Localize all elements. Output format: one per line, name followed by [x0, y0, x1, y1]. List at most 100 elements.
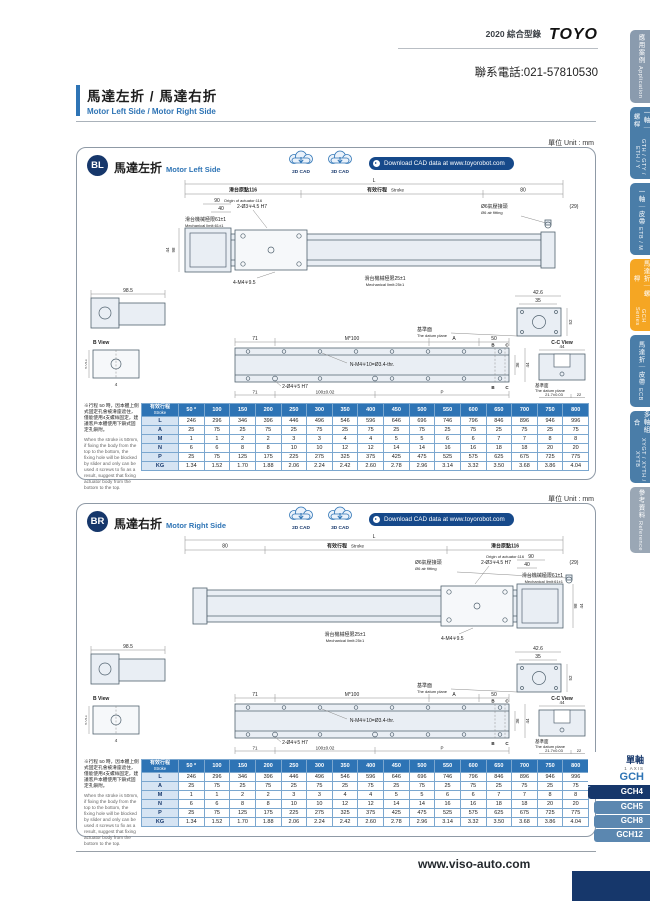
brand-logo: TOYO: [548, 26, 598, 43]
table-cell: 2.96: [408, 817, 436, 828]
cad-2d-icon[interactable]: 2D CAD: [283, 506, 319, 532]
dim-pitch: M*100: [345, 336, 360, 342]
table-cell: 5: [383, 434, 410, 445]
table-cell: 75: [408, 425, 436, 436]
table-cell: 596: [357, 416, 384, 427]
table-cell: 846: [485, 416, 513, 427]
stroke-col-header: 450: [383, 758, 410, 774]
dim-datum-en: The datum plane: [417, 333, 448, 338]
table-cell: 25: [229, 425, 256, 436]
page-subtitle: Motor Left Side / Motor Right Side: [87, 107, 216, 116]
table-cell: 3.14: [434, 461, 461, 472]
row-label: M: [141, 434, 179, 445]
table-cell: 225: [280, 808, 308, 819]
series-tab-gch5[interactable]: GCH5: [594, 801, 650, 814]
section-badge-br: BR: [87, 511, 108, 532]
dim-mech25: 滑台機械極限25±1: [364, 275, 405, 282]
dim-mech25: 滑台機械極限25±1: [324, 631, 365, 638]
download-icon: [373, 516, 380, 523]
table-cell: 996: [562, 416, 589, 427]
table-cell: 1: [178, 790, 205, 801]
table-cell: 16: [434, 799, 461, 810]
page-title: 馬達左折 / 馬達右折: [87, 89, 218, 104]
table-cell: 75: [511, 781, 538, 792]
cad-3d-icon[interactable]: 3D CAD: [322, 506, 358, 532]
dim-mech61-en: Mechanical limit:61±1: [525, 579, 564, 584]
download-cad-button[interactable]: Download CAD data at www.toyorobot.com: [369, 157, 514, 170]
row-label: P: [141, 452, 179, 463]
dim-A: A: [452, 336, 456, 342]
cad-2d-icon[interactable]: 2D CAD: [283, 150, 319, 176]
table-cell: 3: [306, 434, 333, 445]
row-label: N: [141, 799, 179, 810]
series-tab-gch4[interactable]: GCH4: [588, 786, 650, 799]
table-cell: 1: [203, 434, 231, 445]
dim-98: 98: [171, 247, 176, 253]
table-cell: 625: [485, 452, 513, 463]
series-tab-gch8[interactable]: GCH8: [594, 815, 650, 828]
table-cell: 25: [383, 781, 410, 792]
table-cell: 3.32: [459, 461, 487, 472]
svg-text:2D CAD: 2D CAD: [292, 169, 310, 175]
series-tab-gch12[interactable]: GCH12: [594, 829, 650, 842]
row-label: A: [141, 781, 179, 792]
table-cell: 10: [280, 799, 308, 810]
dim-stroke-en: Stroke: [391, 188, 405, 193]
dim-air: Ø6氣壓接頭: [481, 203, 508, 210]
table-cell: 7: [511, 790, 538, 801]
dim-mech61-en: Mechanical limit:61±1: [185, 223, 224, 228]
table-cell: 25: [383, 425, 410, 436]
stroke-col-header: 50 *: [178, 758, 205, 774]
section-marker-c: C: [505, 385, 509, 390]
dim-44v: 44: [165, 247, 170, 253]
cad-3d-icon[interactable]: 3D CAD: [322, 150, 358, 176]
table-cell: 425: [383, 808, 410, 819]
footer-divider: [76, 851, 596, 852]
dim-29: (29): [570, 204, 579, 210]
stroke-col-header: 250: [280, 758, 308, 774]
table-cell: 496: [306, 416, 333, 427]
unit-label-bl: 單位 Unit : mm: [548, 140, 594, 147]
table-cell: 25: [178, 452, 205, 463]
dim-P: P: [440, 390, 443, 395]
dim-44v: 44: [579, 603, 584, 609]
stroke-col-header: 100: [203, 402, 231, 418]
dim-44: 44: [525, 362, 530, 368]
row-label: KG: [141, 461, 179, 472]
page-title-block: 馬達左折 / 馬達右折 Motor Left Side / Motor Righ…: [76, 85, 217, 116]
table-cell: 6: [459, 434, 487, 445]
table-cell: 75: [203, 425, 231, 436]
row-label: N: [141, 443, 179, 454]
dim-hole-top: 2-Ø3∓4.5 H7: [237, 204, 267, 210]
dim-cc22: 22: [577, 392, 582, 397]
table-cell: 446: [280, 772, 308, 783]
table-cell: 1.88: [254, 461, 282, 472]
download-cad-button[interactable]: Download CAD data at www.toyorobot.com: [369, 513, 514, 526]
dim-origin: 滑台原點116: [491, 543, 519, 550]
table-cell: 4: [331, 790, 359, 801]
dim-screws: 4-M4∓9.5: [441, 636, 464, 642]
table-cell: 846: [485, 772, 513, 783]
table-cell: 3: [280, 790, 308, 801]
stroke-col-header: 600: [459, 758, 487, 774]
svg-text:2D CAD: 2D CAD: [292, 525, 310, 531]
table-cell: 75: [203, 781, 231, 792]
table-cell: 275: [306, 808, 333, 819]
dim-29: (29): [570, 560, 579, 566]
table-cell: 1.70: [229, 817, 256, 828]
dim-datum: 基準面: [417, 326, 432, 333]
